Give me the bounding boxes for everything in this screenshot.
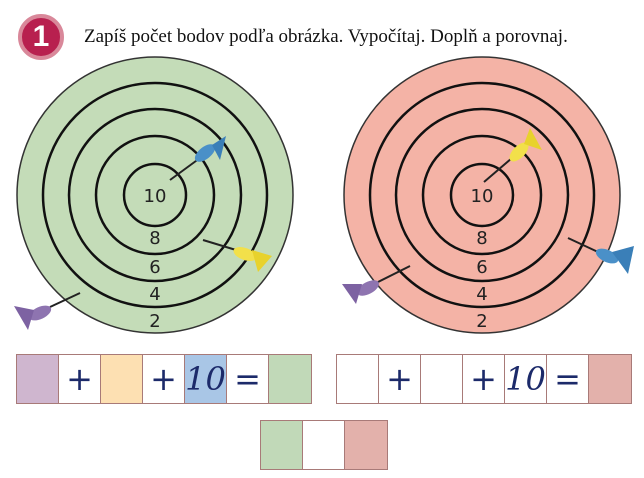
purple-dart-icon	[14, 292, 81, 330]
ring-label-2: 2	[476, 311, 487, 332]
given-value-box: 10	[505, 355, 547, 403]
blue-dart-icon	[169, 136, 226, 181]
ring-label-2: 2	[149, 311, 160, 332]
result-box-red[interactable]	[589, 355, 631, 403]
ring-label-6: 6	[476, 257, 487, 278]
ring-label-8: 8	[149, 228, 160, 249]
equation-right: + + 10 =	[336, 354, 632, 404]
yellow-dart-icon	[202, 239, 272, 272]
green-target: 10 8 6 4 2	[14, 56, 294, 334]
equals-sign: =	[227, 355, 269, 403]
answer-box[interactable]	[421, 355, 463, 403]
dartboards: 10 8 6 4 2 10 8 6 4 2	[14, 56, 634, 334]
exercise-number-badge: 1	[18, 14, 64, 60]
answer-box-purple[interactable]	[17, 355, 59, 403]
given-value-box: 10	[185, 355, 227, 403]
plus-sign: +	[379, 355, 421, 403]
blue-dart-icon	[567, 237, 634, 274]
ring-label-8: 8	[476, 228, 487, 249]
result-box-green[interactable]	[269, 355, 311, 403]
comparison-red-box[interactable]	[345, 421, 387, 469]
equals-sign: =	[547, 355, 589, 403]
comparison-sign-box[interactable]	[303, 421, 345, 469]
plus-sign: +	[59, 355, 101, 403]
red-target: 10 8 6 4 2	[342, 56, 634, 334]
ring-label-4: 4	[476, 284, 487, 305]
comparison-row	[260, 420, 388, 470]
plus-sign: +	[143, 355, 185, 403]
answer-box[interactable]	[337, 355, 379, 403]
comparison-green-box[interactable]	[261, 421, 303, 469]
ring-label-4: 4	[149, 284, 160, 305]
ring-label-6: 6	[149, 257, 160, 278]
ring-label-10: 10	[471, 186, 494, 207]
purple-dart-icon	[342, 265, 411, 304]
instruction-text: Zapíš počet bodov podľa obrázka. Vypočít…	[84, 26, 568, 47]
ring-label-10: 10	[144, 186, 167, 207]
plus-sign: +	[463, 355, 505, 403]
yellow-dart-icon	[483, 128, 542, 183]
equation-left: + + 10 =	[16, 354, 312, 404]
answer-box-orange[interactable]	[101, 355, 143, 403]
